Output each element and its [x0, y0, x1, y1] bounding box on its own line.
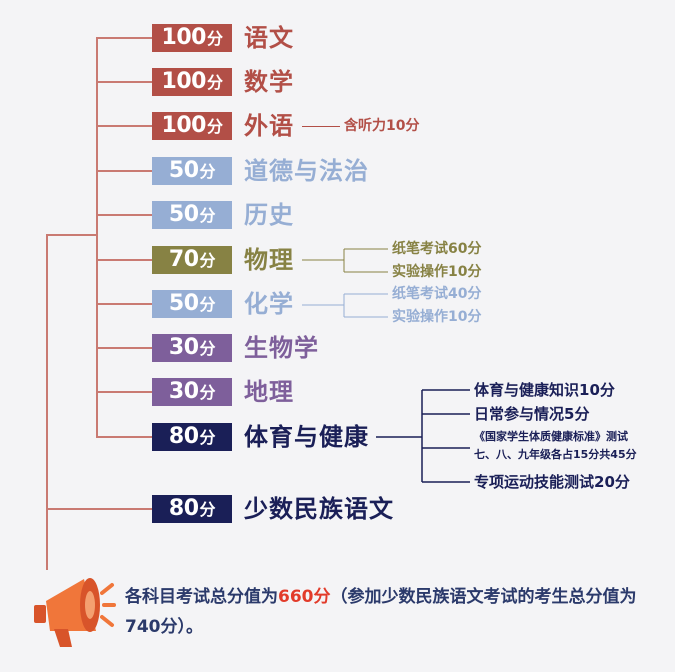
note-pe-skills: 专项运动技能测试20分 [474, 473, 630, 491]
megaphone-icon [34, 578, 116, 647]
total-score-highlight: 660分 [278, 587, 331, 607]
branch-line [96, 214, 152, 216]
outer-branch-line-minority [46, 508, 152, 510]
outer-trunk-line [46, 234, 48, 570]
subject-chemistry: 化学 [244, 290, 294, 318]
score-badge-pe-health: 80分 [152, 423, 232, 451]
note-physics-written: 纸笔考试60分 [392, 241, 482, 257]
subject-chinese: 语文 [244, 24, 294, 52]
score-badge-biology: 30分 [152, 334, 232, 362]
score-badge-minority-language: 80分 [152, 495, 232, 523]
subject-biology: 生物学 [244, 334, 319, 362]
subject-pe-health: 体育与健康 [244, 423, 369, 451]
branch-line [96, 436, 152, 438]
physics-bracket [302, 248, 388, 273]
branch-line [96, 303, 152, 305]
score-badge-physics: 70分 [152, 246, 232, 274]
subject-foreign-language: 外语 [244, 112, 294, 140]
subject-math: 数学 [244, 68, 294, 96]
subject-minority-language: 少数民族语文 [244, 495, 394, 523]
pe-health-bracket [376, 389, 470, 483]
branch-line [96, 259, 152, 261]
subject-physics: 物理 [244, 246, 294, 274]
note-line [302, 126, 340, 127]
note-chemistry-lab: 实验操作10分 [392, 309, 482, 325]
score-badge-geography: 30分 [152, 378, 232, 406]
branch-line [96, 170, 152, 172]
score-badge-ethics-law: 50分 [152, 157, 232, 185]
branch-line [96, 347, 152, 349]
note-pe-knowledge: 体育与健康知识10分 [474, 381, 615, 399]
score-badge-chinese: 100分 [152, 24, 232, 52]
branch-line [96, 81, 152, 83]
note-pe-daily: 日常参与情况5分 [474, 405, 590, 423]
score-badge-foreign-language: 100分 [152, 112, 232, 140]
note-listening: 含听力10分 [344, 118, 420, 134]
subject-geography: 地理 [244, 378, 294, 406]
total-score-summary: 各科目考试总分值为660分（参加少数民族语文考试的考生总分值为740分）。 [125, 587, 637, 637]
chemistry-bracket [302, 293, 388, 318]
subject-history: 历史 [244, 201, 294, 229]
inner-trunk-line [96, 37, 98, 437]
branch-line [96, 37, 152, 39]
branch-line [96, 391, 152, 393]
note-physics-lab: 实验操作10分 [392, 264, 482, 280]
score-badge-history: 50分 [152, 201, 232, 229]
score-badge-chemistry: 50分 [152, 290, 232, 318]
outer-branch-line [46, 234, 98, 236]
subject-ethics-law: 道德与法治 [244, 157, 369, 185]
score-badge-math: 100分 [152, 68, 232, 96]
note-pe-grades: 七、八、九年级各占15分共45分 [474, 448, 637, 461]
note-pe-standard: 《国家学生体质健康标准》测试 [474, 430, 628, 443]
branch-line [96, 125, 152, 127]
note-chemistry-written: 纸笔考试40分 [392, 286, 482, 302]
